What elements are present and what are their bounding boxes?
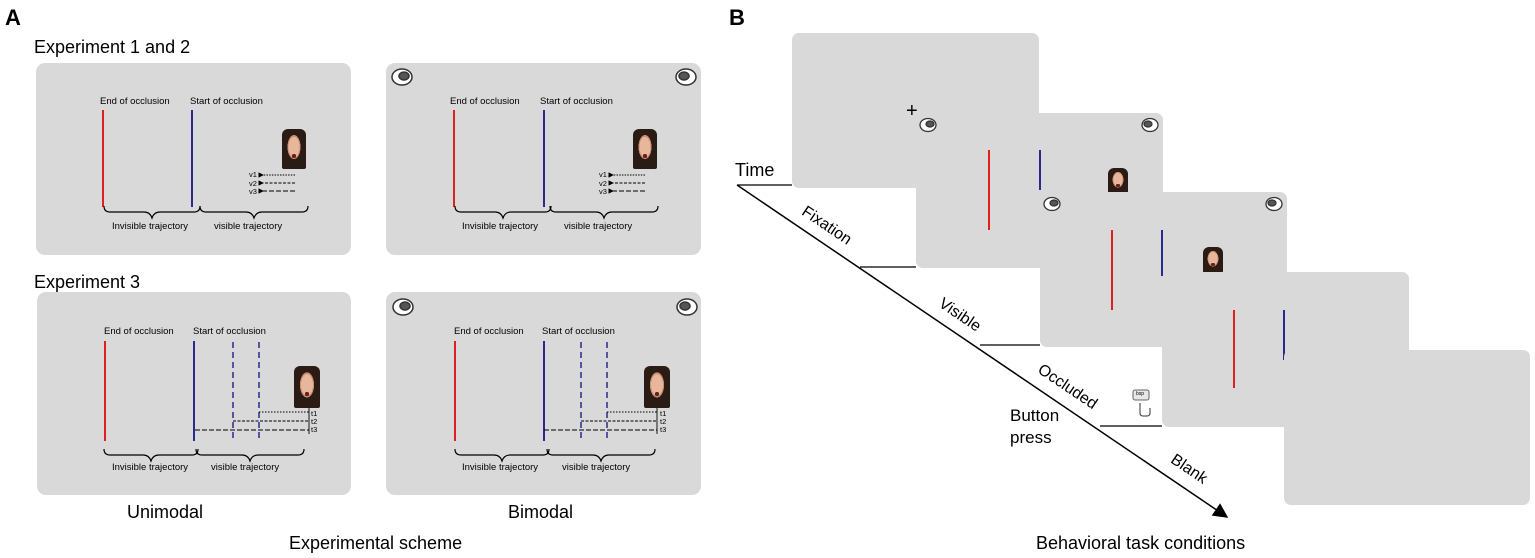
face-image [633, 129, 657, 169]
visible-trajectory-label: visible trajectory [211, 462, 280, 473]
time-label-t3: t3 [311, 425, 318, 434]
face-image [294, 366, 320, 408]
start-occlusion-label: Start of occlusion [542, 326, 615, 337]
end-occlusion-label: End of occlusion [450, 96, 520, 107]
button-key-label: bsp [1136, 391, 1145, 397]
experiment-1-2-title: Experiment 1 and 2 [34, 37, 191, 57]
time-label: Time [735, 160, 775, 180]
invisible-trajectory-label: Invisible trajectory [112, 462, 189, 473]
start-occlusion-line [191, 110, 193, 207]
velocity-label-v3: v3 [249, 187, 257, 196]
end-occlusion-label: End of occlusion [104, 326, 174, 337]
start-occlusion-label: Start of occlusion [540, 96, 613, 107]
end-occlusion-label: End of occlusion [100, 96, 170, 107]
panel-b-letter: B [729, 5, 745, 30]
face-image [1203, 247, 1223, 273]
panel-b-caption: Behavioral task conditions [1036, 533, 1246, 553]
start-occlusion-line [543, 110, 545, 207]
unimodal-label: Unimodal [127, 502, 204, 522]
bimodal-label: Bimodal [508, 502, 574, 522]
face-image [282, 129, 306, 169]
visible-trajectory-label: visible trajectory [214, 221, 283, 232]
screen-blank [1284, 350, 1530, 505]
experiment-3-title: Experiment 3 [34, 272, 141, 292]
time-label-t2: t2 [660, 417, 667, 426]
screen-unimodal-exp3: End of occlusion Start of occlusion t1 t… [37, 292, 351, 495]
time-label-t1: t1 [660, 409, 667, 418]
end-occlusion-label: End of occlusion [454, 326, 524, 337]
blue-line [1161, 230, 1163, 276]
blue-line [1039, 150, 1041, 190]
visible-trajectory-label: visible trajectory [562, 462, 631, 473]
screen-bimodal-exp3: End of occlusion Start of occlusion t1 t… [386, 292, 701, 495]
end-occlusion-line [104, 341, 106, 441]
invisible-trajectory-label: Invisible trajectory [462, 462, 539, 473]
button-press-label: Button press [1010, 406, 1060, 447]
time-duration-lines [195, 408, 310, 434]
invisible-trajectory-label: Invisible trajectory [462, 221, 539, 232]
start-occlusion-label: Start of occlusion [190, 96, 263, 107]
panel-a-caption: Experimental scheme [289, 533, 463, 553]
end-occlusion-line [454, 341, 456, 441]
end-occlusion-line [102, 110, 104, 207]
brace-invisible [103, 205, 201, 220]
start-occlusion-line [543, 341, 545, 441]
velocity-label-v1: v1 [599, 170, 607, 179]
fixation-cross: + [906, 100, 918, 122]
velocity-label-v1: v1 [249, 170, 257, 179]
visible-trajectory-label: visible trajectory [564, 221, 633, 232]
velocity-label-v3: v3 [599, 187, 607, 196]
brace-visible [199, 205, 309, 220]
time-axis-arrow [736, 184, 1229, 518]
face-image [644, 366, 670, 408]
red-line [1111, 230, 1113, 310]
face-image [1108, 168, 1128, 194]
velocity-label-v2: v2 [249, 179, 257, 188]
start-occlusion-line [193, 341, 195, 441]
button-press-icon [1132, 389, 1151, 417]
velocity-arrows [258, 172, 295, 194]
screen-bimodal-exp12: End of occlusion Start of occlusion v1 v… [386, 63, 701, 255]
invisible-trajectory-label: Invisible trajectory [112, 221, 189, 232]
panel-a-letter: A [5, 5, 21, 30]
velocity-label-v2: v2 [599, 179, 607, 188]
end-occlusion-line [453, 110, 455, 207]
time-label-t1: t1 [311, 409, 318, 418]
time-label-t3: t3 [660, 425, 667, 434]
red-line [988, 150, 990, 230]
red-line [1233, 310, 1235, 388]
speaker-icon [391, 68, 697, 86]
time-label-t2: t2 [311, 417, 318, 426]
speaker-icon [919, 117, 1283, 212]
blue-line [1283, 310, 1285, 360]
start-occlusion-label: Start of occlusion [193, 326, 266, 337]
occlusion-dashed-lines [232, 342, 260, 442]
screen-unimodal-exp12: End of occlusion Start of occlusion v1 v… [36, 63, 351, 255]
